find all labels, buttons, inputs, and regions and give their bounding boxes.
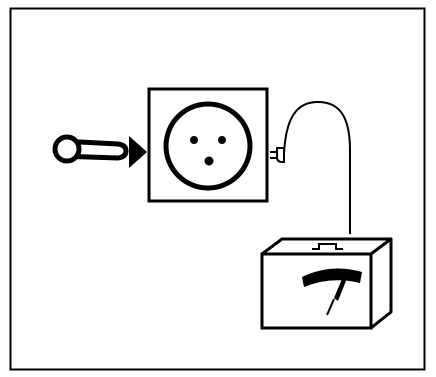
handheld-probe-icon xyxy=(52,134,129,164)
plug-icon xyxy=(270,147,285,163)
arrowhead-right-icon xyxy=(129,136,147,168)
analog-meter-box-icon xyxy=(260,237,393,330)
cable-icon xyxy=(283,100,351,234)
three-pin-socket-icon xyxy=(147,87,269,203)
